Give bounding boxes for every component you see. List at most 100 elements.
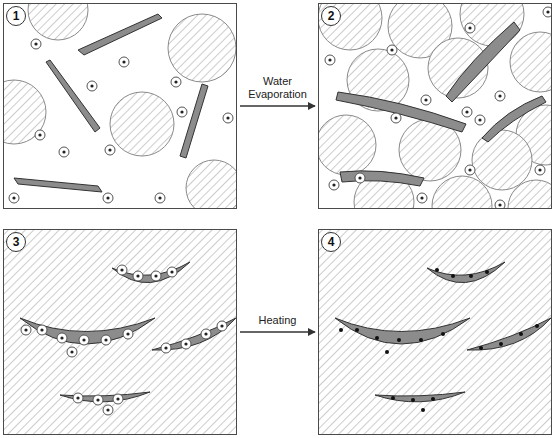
small-particle (171, 77, 181, 87)
latex-film (3, 229, 237, 435)
small-particle (151, 271, 161, 281)
latex-particle (508, 180, 552, 209)
clay-platelet (46, 60, 100, 132)
latex-particle (3, 80, 46, 144)
small-particle (495, 91, 505, 101)
small-particle (105, 145, 115, 155)
stage-number: 4 (321, 232, 341, 252)
coalesced-particle (535, 324, 539, 328)
small-particle (167, 267, 177, 277)
coalesced-particle (421, 408, 425, 412)
stage-panel: 2 (318, 3, 552, 209)
clay-platelet (180, 84, 208, 158)
clay-platelet (375, 392, 465, 402)
small-particle (117, 265, 127, 275)
panel-four-art (318, 229, 552, 435)
small-particle (59, 147, 69, 157)
small-particle (9, 39, 233, 203)
coalesced-particle (485, 270, 489, 274)
small-particle (113, 394, 123, 404)
coalesced-particle (355, 328, 359, 332)
latex-particle (28, 3, 88, 40)
clay-platelet (336, 22, 546, 186)
clay-platelet (112, 262, 190, 283)
small-particle (475, 115, 485, 125)
small-particle (421, 95, 431, 105)
small-particle (87, 81, 97, 91)
panel-one-art (3, 3, 237, 209)
small-particle (355, 173, 365, 183)
small-particle (103, 193, 113, 203)
coalesced-particle (499, 342, 503, 346)
coalesced-particle (385, 350, 389, 354)
process-arrow (240, 105, 315, 106)
coalesced-particle (441, 332, 445, 336)
small-particle (35, 130, 45, 140)
small-particle (325, 55, 335, 65)
coalesced-particle (339, 268, 539, 412)
coalesced-particle (469, 274, 473, 278)
clay-platelet (482, 96, 546, 142)
latex-particle (168, 14, 236, 82)
small-particle (495, 200, 505, 209)
stage-number: 3 (6, 232, 26, 252)
small-particle (93, 395, 103, 405)
coalesced-particle (411, 398, 415, 402)
small-particle (123, 329, 133, 339)
latex-particle (110, 92, 174, 156)
small-particle (31, 39, 41, 49)
small-particle (465, 165, 475, 175)
small-particle (217, 321, 227, 331)
clay-platelet (427, 262, 505, 283)
clay-platelet (336, 92, 466, 132)
coalesced-particle (479, 346, 483, 350)
stage-number: 1 (6, 6, 26, 26)
clay-platelet (467, 318, 551, 350)
process-label: Water Evaporation (240, 75, 316, 101)
latex-particle (510, 32, 552, 92)
clay-platelet (446, 22, 520, 102)
latex-particle (318, 115, 376, 175)
coalesced-particle (339, 328, 343, 332)
latex-particle (432, 176, 492, 209)
clay-platelet (20, 262, 236, 402)
small-particle (465, 23, 475, 33)
latex-particle (3, 3, 237, 209)
small-particle (329, 180, 339, 190)
coalesced-particle (397, 338, 401, 342)
stage-panel: 4 (318, 229, 552, 435)
clay-platelet (78, 14, 162, 55)
panel-two-art (318, 3, 552, 209)
clay-platelet (20, 318, 155, 344)
small-particle (387, 45, 397, 55)
stage-panel: 3 (3, 229, 237, 435)
panel-three-art (3, 229, 237, 435)
clay-platelet (14, 14, 208, 192)
coalesced-particle (519, 332, 523, 336)
process-label: Heating (240, 314, 316, 327)
latex-particle (318, 3, 552, 209)
small-particle (462, 107, 472, 117)
clay-platelet (335, 318, 470, 344)
coalesced-particle (435, 268, 439, 272)
process-arrow (240, 331, 315, 332)
coalesced-particle (391, 396, 395, 400)
clay-platelet (335, 262, 551, 402)
small-particle (223, 113, 233, 123)
small-particle (103, 405, 113, 415)
small-particle (9, 193, 19, 203)
small-particle (57, 333, 67, 343)
small-particle (119, 57, 129, 67)
small-particle (21, 325, 31, 335)
latex-film (318, 229, 552, 435)
latex-particle (318, 3, 382, 50)
small-particle (543, 7, 552, 17)
coalesced-particle (431, 397, 435, 401)
small-particle (133, 271, 143, 281)
clay-platelet (340, 171, 424, 186)
small-particle (73, 393, 83, 403)
coalesced-particle (451, 274, 455, 278)
